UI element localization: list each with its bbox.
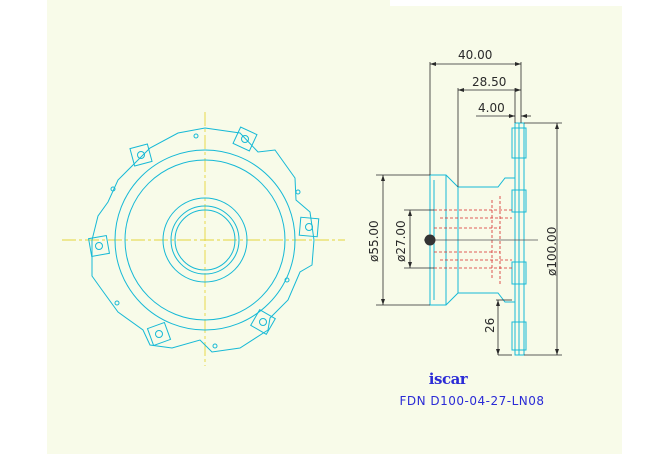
coolant-hole xyxy=(212,343,218,349)
insert-pocket-bottom-left xyxy=(146,321,172,347)
coolant-hole xyxy=(295,189,301,195)
dim-label-lower-height: 26 xyxy=(483,318,497,333)
dim-label-hub-length: 28.50 xyxy=(472,75,506,89)
dim-label-hub-diameter: ø55.00 xyxy=(367,220,381,262)
insert-pocket-bottom-right xyxy=(250,309,276,335)
insert-side-bottom xyxy=(511,321,527,351)
bore-circle xyxy=(174,209,236,271)
part-number: FDN D100-04-27-LN08 xyxy=(399,394,544,408)
coolant-hole xyxy=(193,133,199,139)
coolant-hole xyxy=(114,300,120,306)
dim-label-cutter-diameter: ø100.00 xyxy=(545,227,559,276)
coolant-hole xyxy=(110,186,116,192)
cutter-body-outline xyxy=(91,127,315,353)
insert-side-low xyxy=(511,261,527,285)
brand-logo: iscar xyxy=(429,370,469,388)
body-face-circle-inner xyxy=(124,159,286,321)
bore-circle-outer xyxy=(170,205,240,275)
insert-pocket-right xyxy=(298,216,320,238)
dimension-lines xyxy=(376,62,562,356)
front-view xyxy=(62,112,345,366)
insert-side-mid xyxy=(511,189,527,213)
dim-label-overall-length: 40.00 xyxy=(458,48,492,62)
insert-pocket-left-top xyxy=(129,143,153,167)
insert-pocket-left xyxy=(87,234,111,258)
drawing-sheet-right xyxy=(282,0,622,460)
side-view xyxy=(424,122,538,356)
center-mark xyxy=(424,234,436,246)
dim-label-bore-diameter: ø27.00 xyxy=(394,220,408,262)
blank-region-top-right xyxy=(390,0,670,6)
insert-side-top xyxy=(511,127,527,159)
dim-label-flange-thickness: 4.00 xyxy=(478,101,505,115)
body-face-circle xyxy=(114,149,296,331)
dimension-arrows xyxy=(381,62,559,355)
insert-pocket-top xyxy=(232,126,258,152)
blank-region-bottom-left xyxy=(0,454,670,460)
hub-circle xyxy=(162,197,248,283)
